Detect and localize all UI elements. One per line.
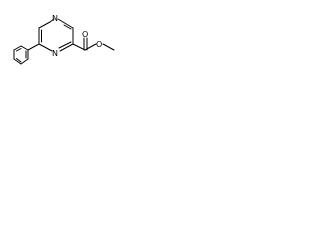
phenyl-bond (20, 45, 29, 51)
pyrazine-bond (57, 18, 64, 23)
phenyl-double-bond (16, 48, 22, 52)
atom-label-o-ester: O (96, 40, 102, 49)
atom-label-n-top: N (52, 14, 58, 23)
molecule-canvas: N N O O (0, 0, 129, 78)
chemical-structure: N N O O (13, 14, 115, 65)
pyrazine-double-bond (63, 24, 72, 30)
atom-label-o-carbonyl: O (82, 30, 88, 39)
phenyl-pyrazine-bond (27, 43, 40, 51)
pyrazine-bond (38, 43, 53, 52)
methyl-bond (102, 43, 115, 51)
pyrazine-double-bond (58, 41, 72, 49)
phenyl-double-bond (16, 58, 22, 63)
atom-label-n-bottom: N (52, 49, 58, 58)
phenyl-bond (20, 58, 29, 65)
phenyl-bond (13, 58, 22, 65)
pyrazine-bond (59, 43, 74, 52)
pyrazine-bond (38, 21, 51, 29)
methyl-ester-group: O O (72, 30, 115, 51)
pyrazine-bond (49, 18, 55, 23)
ester-carbon-bond (72, 43, 86, 51)
pyrazine-bond (62, 21, 74, 29)
ester-oxygen-bond (84, 43, 97, 51)
pyrazine-ring: N N (38, 14, 74, 58)
phenyl-bond (13, 45, 22, 51)
phenyl-ring (13, 45, 29, 65)
